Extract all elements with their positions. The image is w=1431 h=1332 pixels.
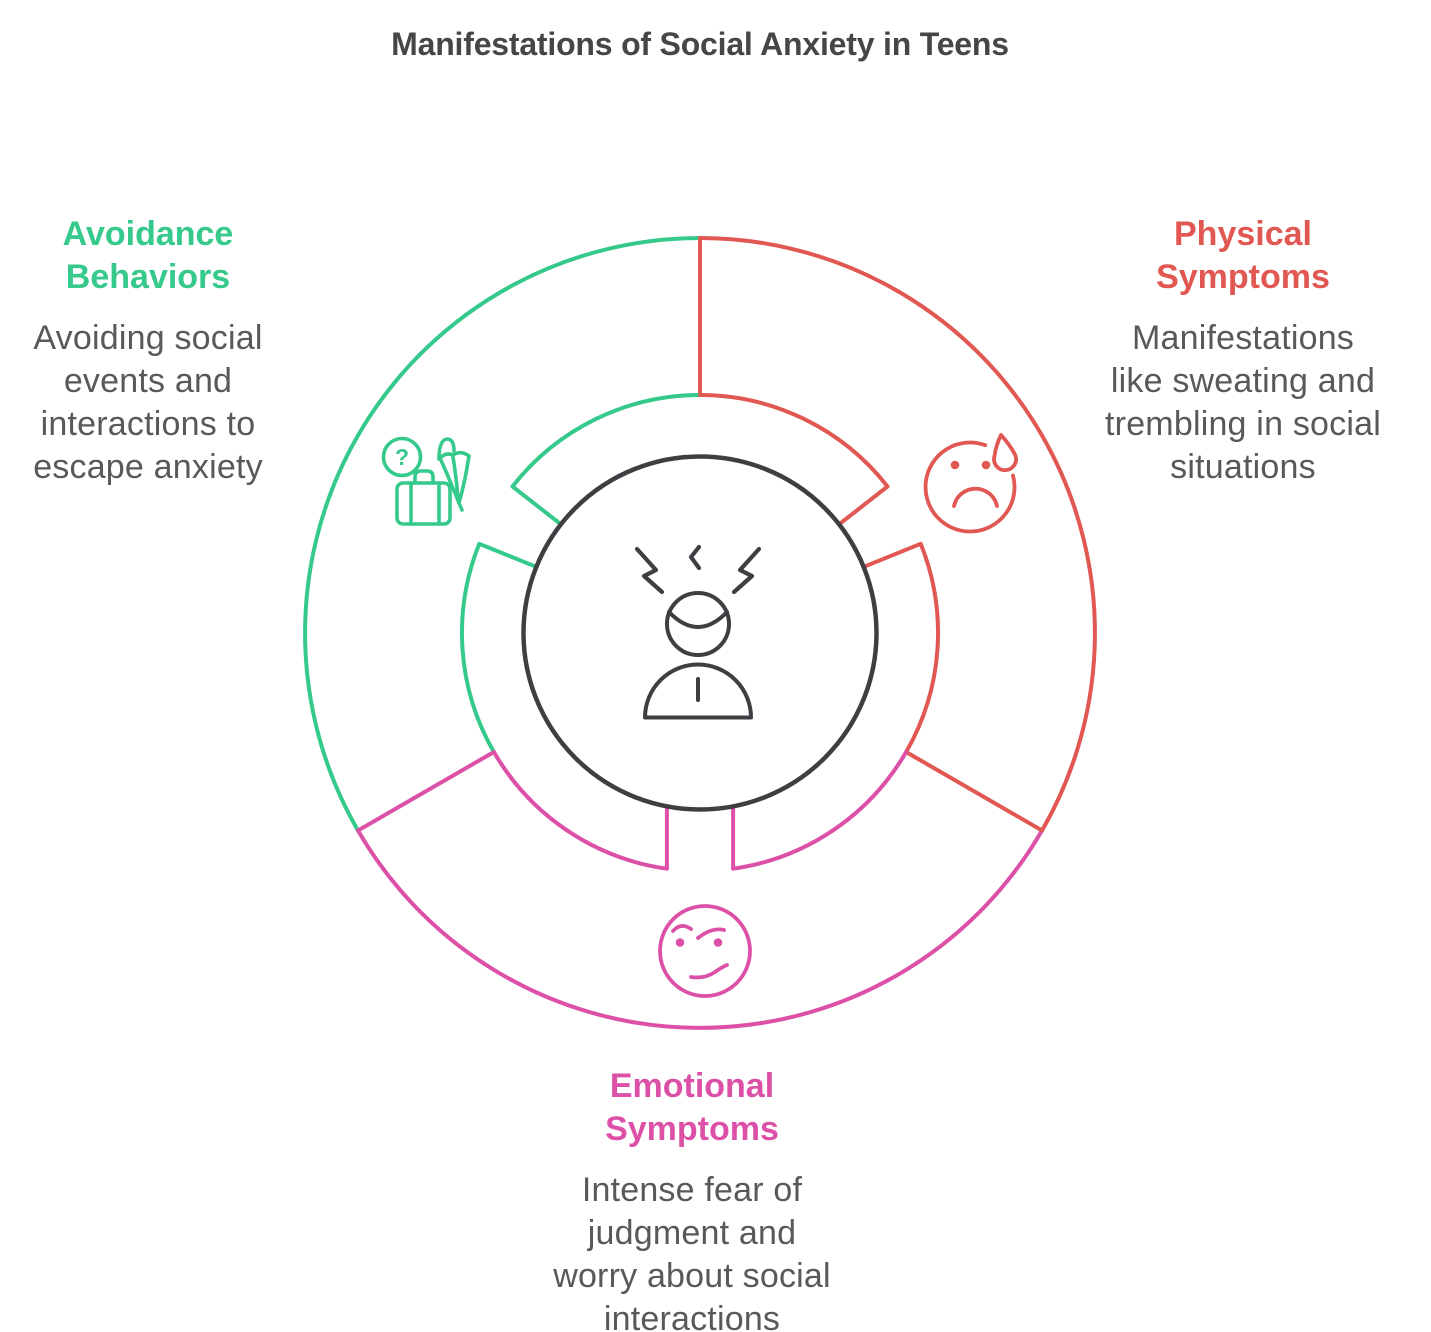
middle-arc-avoidance-a	[510, 393, 702, 526]
stress-bolt-left	[634, 546, 665, 595]
umbrella-tip	[457, 501, 464, 512]
annoyed-eye-left	[675, 938, 685, 947]
section-heading-physical: Physical Symptoms	[1156, 215, 1330, 296]
outer-arc-physical	[698, 236, 1097, 833]
section-label-emotional: Emotional Symptoms Intense fear of judgm…	[527, 1047, 857, 1332]
outer-arc-emotional	[356, 828, 1044, 1030]
sweat-drop	[992, 433, 1018, 473]
annoyed-brow-right	[696, 927, 726, 940]
annoyed-eye-right	[713, 938, 723, 947]
section-heading-emotional: Emotional Symptoms	[605, 1067, 779, 1148]
middle-arc-avoidance-b	[459, 541, 538, 754]
sweating-sad-face-icon	[923, 433, 1018, 534]
luggage-question-umbrella-icon: ?	[381, 436, 471, 526]
outer-arc-avoidance	[303, 236, 702, 833]
middle-arc-physical-a	[698, 393, 890, 526]
question-mark: ?	[395, 444, 409, 470]
umbrella-canopy	[438, 450, 471, 505]
sad-face-eye-right	[981, 460, 991, 470]
annoyed-brow-left	[671, 924, 693, 933]
middle-arc-physical-b	[862, 541, 941, 754]
section-description-emotional: Intense fear of judgment and worry about…	[553, 1171, 831, 1332]
section-heading-avoidance: Avoidance Behaviors	[62, 215, 234, 296]
person-body	[643, 662, 753, 720]
section-description-physical: Manifestations like sweating and trembli…	[1105, 319, 1381, 486]
stressed-person-icon	[634, 544, 762, 720]
umbrella-handle	[437, 437, 456, 461]
annoyed-face-icon	[658, 904, 752, 998]
section-label-physical: Physical Symptoms Manifestations like sw…	[1093, 195, 1393, 507]
annoyed-mouth	[689, 963, 729, 980]
annoyed-face-outline	[658, 904, 752, 998]
sad-face-frown	[952, 486, 999, 508]
center-circle	[521, 454, 879, 812]
page-title: Manifestations of Social Anxiety in Teen…	[391, 26, 1009, 62]
section-description-avoidance: Avoiding social events and interactions …	[33, 319, 263, 486]
stress-bolt-right	[731, 546, 762, 595]
suitcase-body	[395, 481, 452, 526]
stress-bolt-middle	[688, 544, 702, 571]
middle-arc-emotional-b	[731, 750, 909, 871]
segment-divider-bottom-left	[356, 750, 496, 833]
sad-face-eye-left	[950, 460, 960, 470]
person-hair	[667, 610, 729, 629]
person-head	[665, 591, 731, 657]
section-label-avoidance: Avoidance Behaviors Avoiding social even…	[8, 195, 288, 507]
sad-face-outline	[923, 440, 1017, 534]
middle-arc-emotional-a	[491, 750, 669, 871]
question-circle	[381, 436, 423, 478]
segment-divider-bottom-right	[904, 750, 1044, 833]
suitcase-handle	[413, 469, 435, 485]
